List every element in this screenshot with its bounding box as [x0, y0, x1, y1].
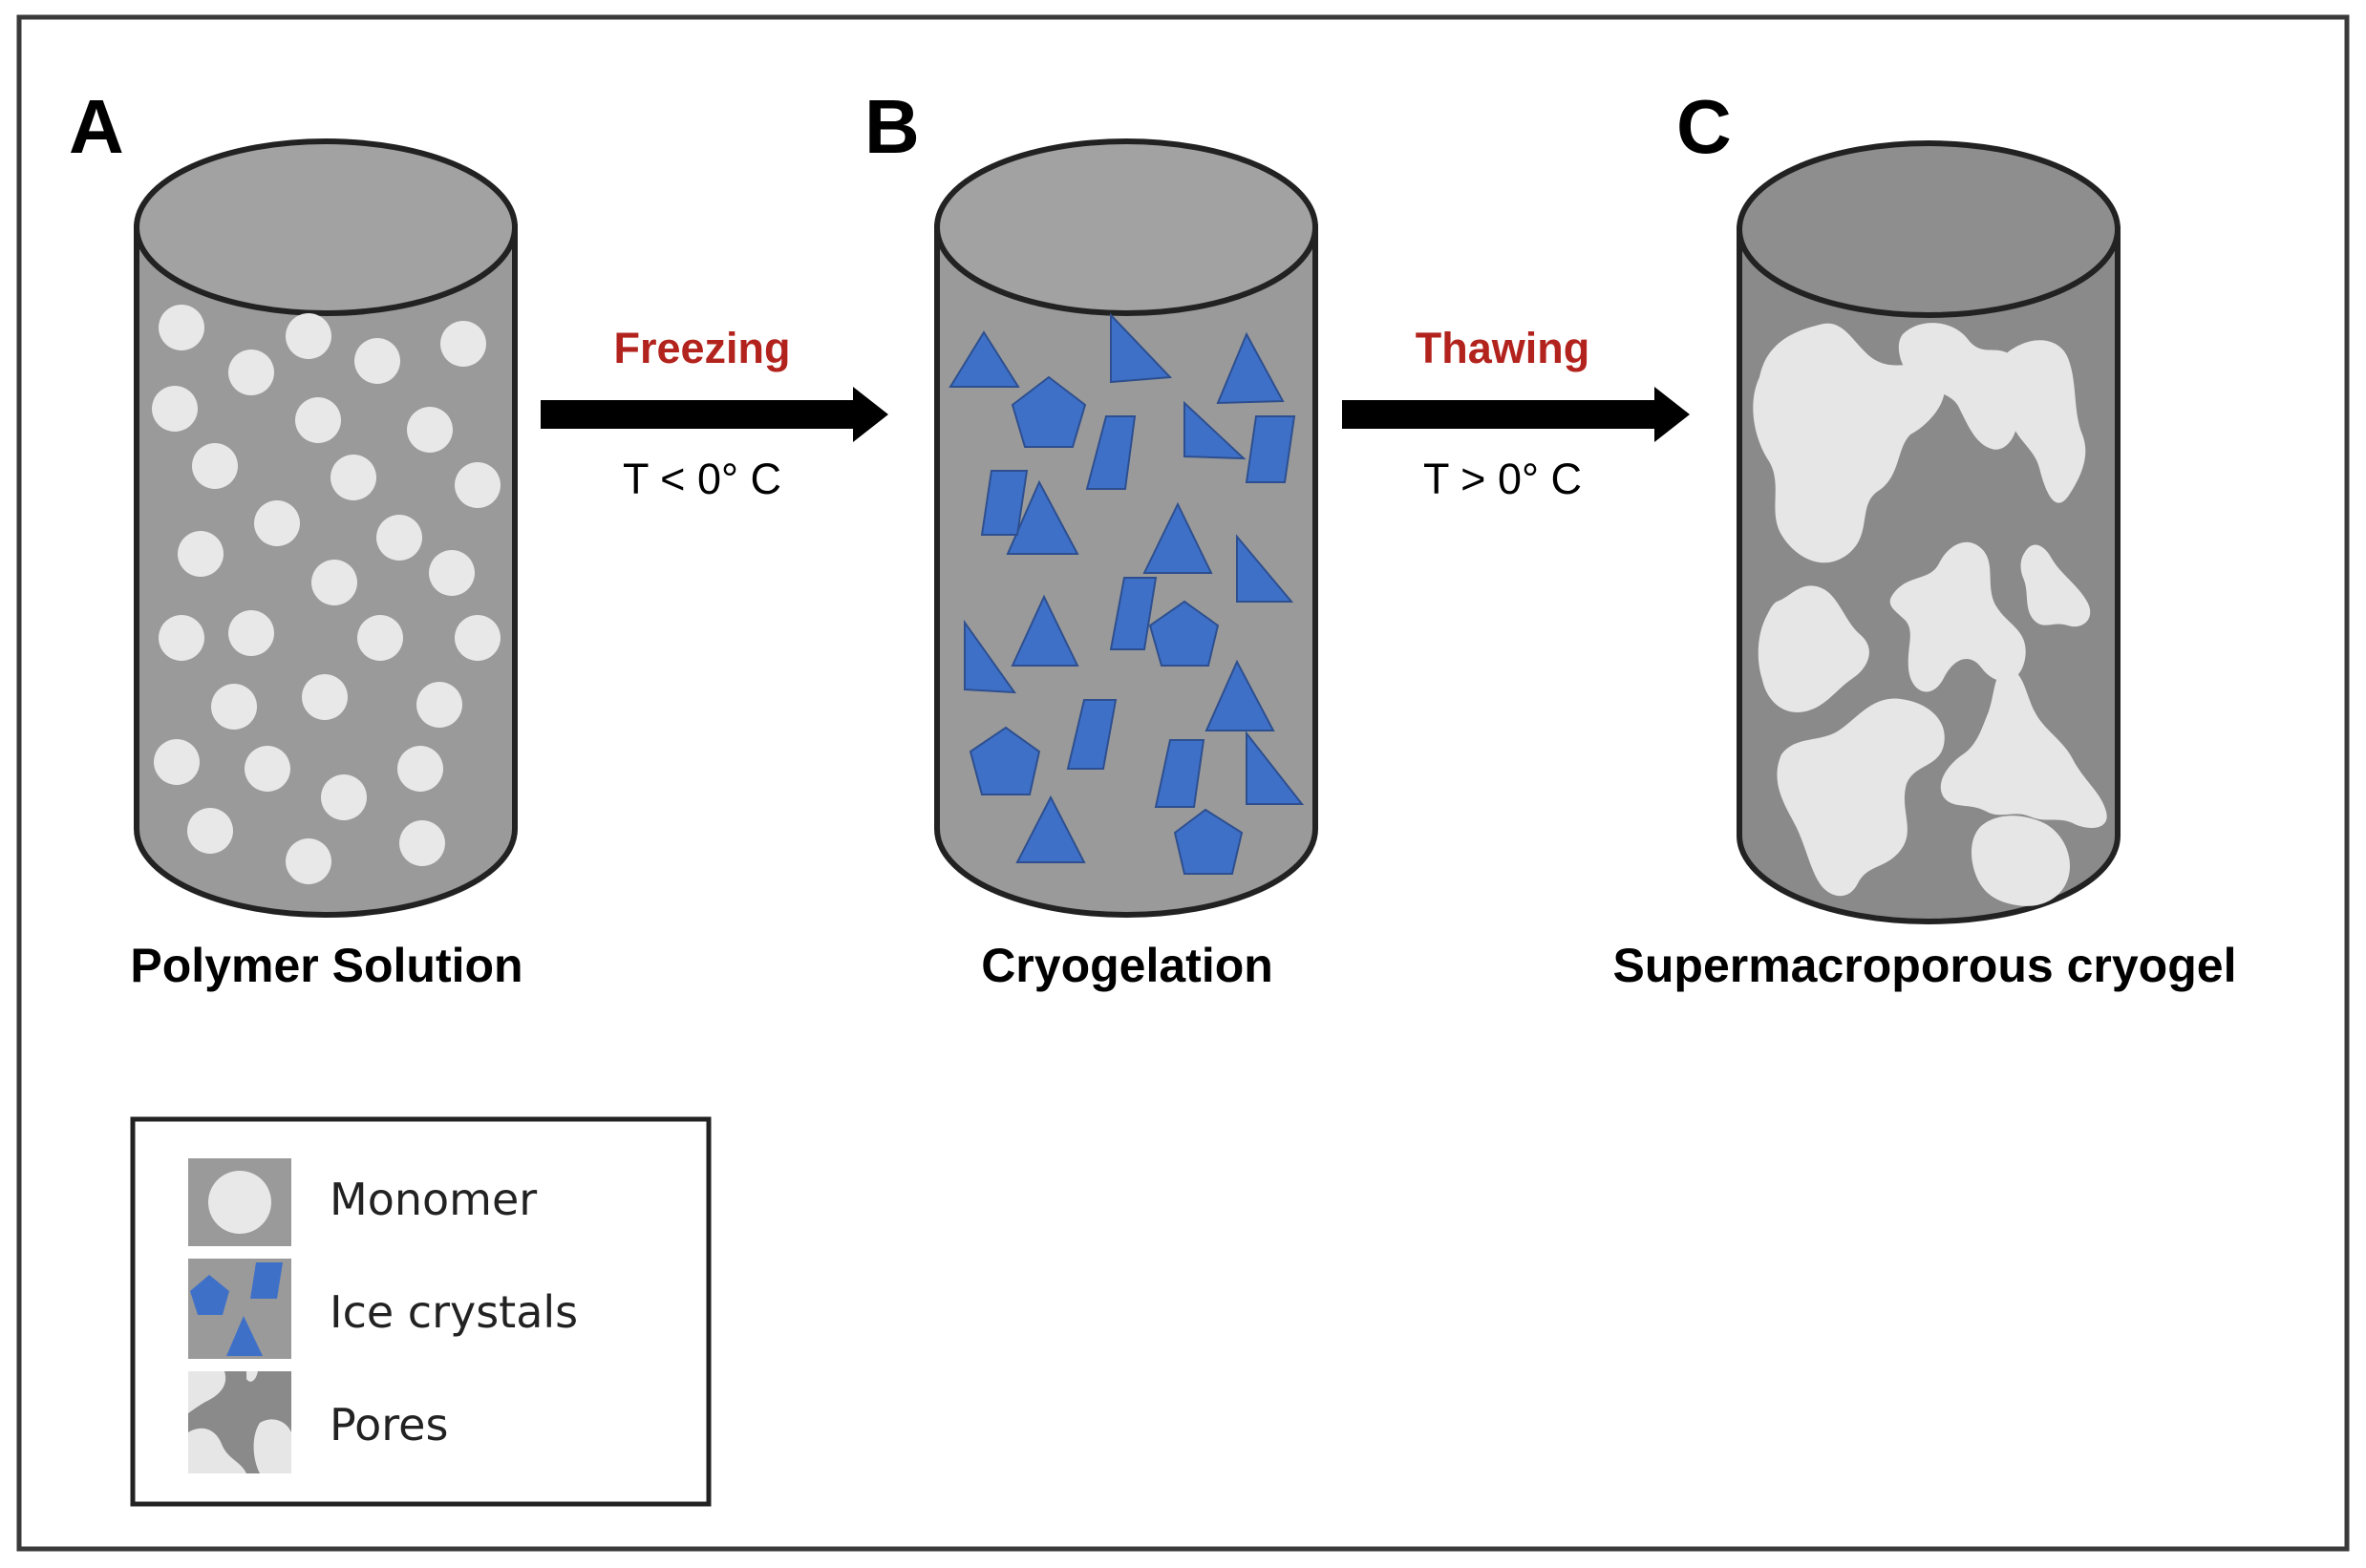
- monomer-cylinder-icon: [134, 138, 518, 918]
- monomer-dot: [228, 610, 274, 656]
- monomer-dot: [429, 550, 475, 596]
- ice-crystal-cylinder-icon: [934, 138, 1318, 918]
- monomer-dot: [376, 515, 422, 561]
- pores-icon: [188, 1371, 291, 1473]
- monomer-dot: [245, 746, 290, 792]
- monomer-dot: [152, 386, 198, 432]
- monomer-dot: [455, 615, 501, 661]
- monomer-dot: [440, 321, 486, 367]
- monomer-dot: [321, 774, 367, 820]
- monomer-dot: [311, 560, 357, 605]
- monomer-dot: [330, 455, 376, 500]
- pores: [1753, 323, 2107, 906]
- freezing-label: Freezing: [613, 324, 790, 372]
- monomer-dot: [295, 397, 341, 443]
- legend-label-monomer: Monomer: [330, 1174, 537, 1225]
- monomer-dot: [357, 615, 403, 661]
- panel-a-letter: A: [69, 84, 124, 169]
- monomer-dot: [399, 820, 445, 866]
- freezing-step: Freezing T < 0° C: [541, 324, 888, 503]
- ice-crystals: [949, 312, 1305, 875]
- porous-cylinder-icon: [1737, 140, 2121, 924]
- monomer-dot: [416, 682, 462, 728]
- monomer-dot: [192, 443, 238, 489]
- monomer-dot: [302, 674, 348, 720]
- arrow-right-icon: [541, 387, 888, 442]
- arrow-right-icon: [1342, 387, 1690, 442]
- monomer-dot: [455, 462, 501, 508]
- monomer-dot: [154, 739, 200, 785]
- monomer-dot: [178, 531, 224, 577]
- panel-c-letter: C: [1676, 84, 1732, 169]
- monomer-dot: [159, 305, 204, 350]
- monomer-dot: [254, 500, 300, 546]
- panel-a-caption: Polymer Solution: [130, 939, 522, 992]
- thawing-step: Thawing T > 0° C: [1342, 324, 1690, 503]
- legend-label-pores: Pores: [330, 1399, 448, 1451]
- panel-c-caption: Supermacroporous cryogel: [1613, 939, 2237, 992]
- panel-b: B: [864, 84, 1318, 992]
- legend-label-ice-crystals: Ice crystals: [330, 1286, 578, 1338]
- monomer-dot: [159, 615, 204, 661]
- panel-b-caption: Cryogelation: [981, 939, 1273, 992]
- monomer-dot: [397, 746, 443, 792]
- monomer-dot: [228, 350, 274, 395]
- panel-a: A Polymer Solution: [69, 84, 523, 992]
- legend: Monomer Ice crystals Pores: [130, 1116, 712, 1507]
- panel-b-letter: B: [864, 84, 920, 169]
- monomer-dot: [211, 684, 257, 730]
- monomer-dot: [286, 838, 331, 884]
- ice-crystals-icon: [188, 1259, 291, 1359]
- panel-c: C Supermacroporous cryogel: [1613, 84, 2237, 992]
- monomer-dot: [187, 808, 233, 854]
- thawing-label: Thawing: [1416, 324, 1589, 372]
- thawing-condition: T > 0° C: [1423, 455, 1582, 503]
- monomer-dots: [152, 305, 501, 884]
- monomer-dot: [407, 407, 453, 453]
- monomer-icon: [188, 1158, 291, 1246]
- monomer-dot: [354, 338, 400, 384]
- freezing-condition: T < 0° C: [623, 455, 781, 503]
- monomer-dot: [286, 313, 331, 359]
